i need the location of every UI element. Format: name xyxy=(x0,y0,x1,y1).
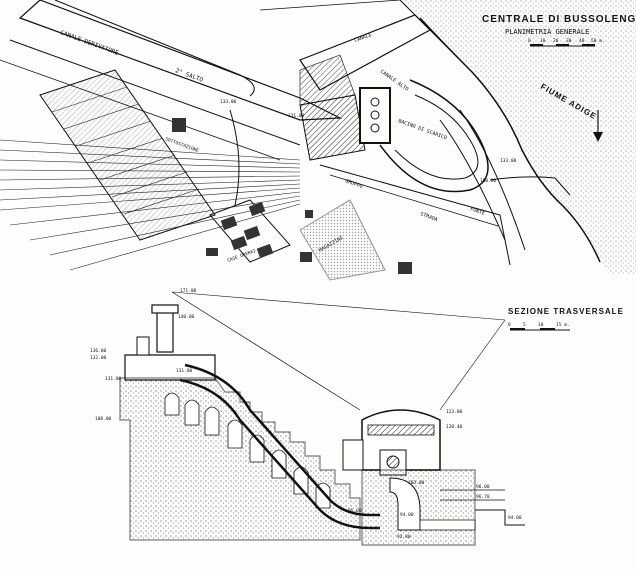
elev-140: 140.00 xyxy=(178,314,195,320)
stair-structure xyxy=(299,54,356,106)
label-elev-1: 133.00 xyxy=(220,99,237,105)
north-arrow-head xyxy=(593,132,603,142)
elev-108: 108.00 xyxy=(95,416,112,422)
label-strada: STRADA xyxy=(419,211,438,223)
label-elev-3: 100.00 xyxy=(480,178,497,184)
plan-view: CANALE DERIVATORE 2° SALTO FIUME ADIGE C… xyxy=(0,0,636,281)
road-curve xyxy=(229,109,240,206)
valve-house xyxy=(342,439,364,471)
case-operai xyxy=(209,199,291,263)
label-elev-4: 133.00 xyxy=(500,158,517,164)
label-gruppo: GRUPPO xyxy=(344,178,363,190)
small-building-3 xyxy=(206,248,218,256)
turbine-1 xyxy=(370,97,380,107)
tailrace-inner xyxy=(394,94,479,180)
canal-return xyxy=(439,119,506,241)
sottostazione-building xyxy=(172,118,186,132)
plan-scale-bar xyxy=(530,44,595,47)
section-scale-0: 0 xyxy=(508,322,511,328)
penstock-lower xyxy=(179,378,380,530)
elev-92-8: 92.80 xyxy=(397,534,411,540)
outlet-profile xyxy=(475,509,525,526)
turbine-2 xyxy=(370,110,380,120)
outlet-bank xyxy=(489,176,571,196)
plan-scale-20: 20 xyxy=(553,38,559,44)
tailrace-channel xyxy=(419,519,476,531)
canal-alto-line xyxy=(259,0,401,11)
plan-scale-10: 10 xyxy=(540,38,546,44)
support-arches xyxy=(164,392,331,509)
generator-rotor xyxy=(386,455,400,469)
small-building-4 xyxy=(300,252,312,262)
canal-return-2 xyxy=(459,109,526,251)
elev-120: 120.40 xyxy=(446,424,463,430)
intake-tower-top xyxy=(151,304,179,314)
plan-title: CENTRALE DI BUSSOLENGO xyxy=(482,14,636,25)
label-bacino: BACINO DI SCARICO xyxy=(397,118,447,141)
intake-basin xyxy=(124,354,216,381)
tailrace-loop xyxy=(379,79,489,193)
elev-96: 96.00 xyxy=(476,484,490,490)
switch-yard xyxy=(39,69,216,241)
section-scale-10: 10 xyxy=(538,322,544,328)
bridge-road-2 xyxy=(329,174,499,227)
penstock-upper xyxy=(184,363,380,517)
small-building-2 xyxy=(398,262,412,274)
section-scale-5: 5 xyxy=(523,322,526,328)
elev-94a: 94.00 xyxy=(400,512,414,518)
intake-tower xyxy=(156,311,174,353)
label-ponte: PONTE xyxy=(469,206,485,217)
turbine-3 xyxy=(370,123,380,133)
power-house xyxy=(359,87,391,144)
river-bank-texture xyxy=(395,0,636,275)
elev-123: 123.00 xyxy=(446,409,463,415)
elev-171: 171.00 xyxy=(180,288,197,294)
elev-136: 136.00 xyxy=(90,348,107,354)
plan-scale-30: 30 xyxy=(566,38,572,44)
cable-line-2 xyxy=(171,291,506,321)
elev-96-7: 96.70 xyxy=(476,494,490,500)
canal-upper-bank xyxy=(54,0,255,97)
plan-scale-50: 50 m. xyxy=(591,38,605,44)
penstock-inlet xyxy=(299,94,366,161)
magazzini-area xyxy=(299,199,386,281)
plan-scale-40: 40 xyxy=(579,38,585,44)
canal-bank-line xyxy=(9,39,301,146)
plan-scale-0: 0 xyxy=(528,38,531,44)
label-elev-2: 131.00 xyxy=(288,113,305,119)
section-view: SEZIONE TRASVERSALE 0 5 10 15 m. xyxy=(90,288,624,546)
label-canale-derivatore: CANALE DERIVATORE xyxy=(59,29,119,57)
cable-line-3 xyxy=(439,319,506,411)
gate-house xyxy=(136,336,150,356)
elev-131a: 131.00 xyxy=(105,376,122,382)
draft-tube xyxy=(389,477,421,531)
section-title: SEZIONE TRASVERSALE xyxy=(508,307,624,316)
elev-94b: 94.00 xyxy=(508,515,522,521)
small-building-1 xyxy=(305,210,313,218)
label-canale-top: CANALE xyxy=(354,32,373,44)
elev-95: 95.00 xyxy=(348,508,362,514)
cable-line-1 xyxy=(171,291,361,411)
elev-103: 103.00 xyxy=(408,480,425,486)
crane-beam xyxy=(367,424,435,436)
elev-132: 132.00 xyxy=(90,355,107,361)
elev-131b: 131.00 xyxy=(176,368,193,374)
plan-subtitle: PLANIMETRIA GENERALE xyxy=(505,28,589,36)
section-scale-bar xyxy=(510,328,570,331)
bridge-road xyxy=(319,164,511,266)
section-scale-15: 15 m. xyxy=(556,322,570,328)
foundation-mass xyxy=(119,377,361,541)
